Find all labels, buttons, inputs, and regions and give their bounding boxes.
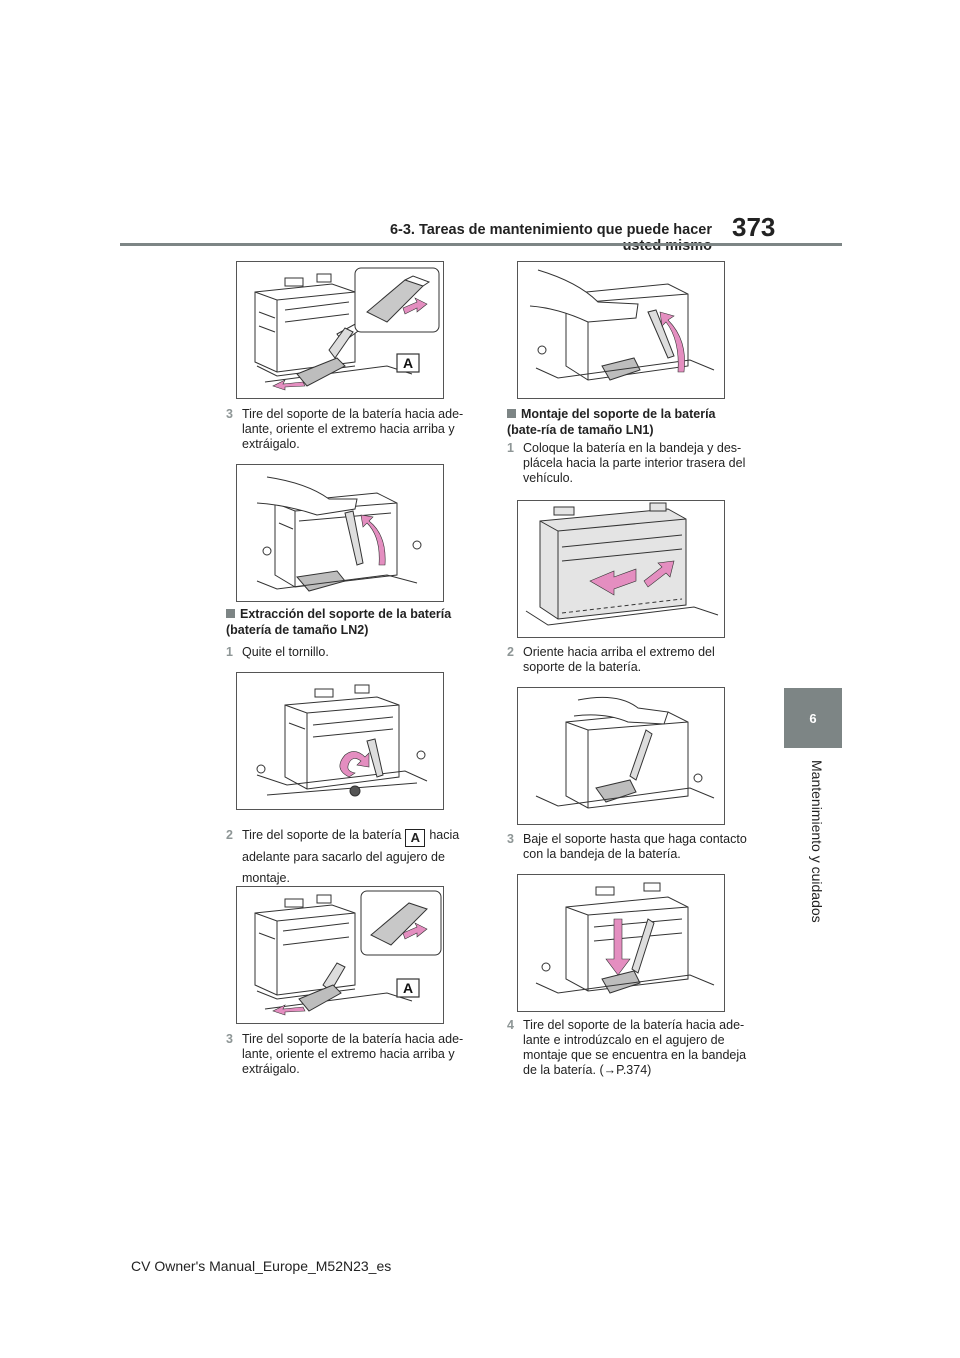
step-text: Oriente hacia arriba el extremo del sopo… — [523, 645, 715, 674]
figure-orient-bracket-art — [535, 696, 715, 809]
step-number: 2 — [507, 645, 514, 659]
figure-lift-bracket-art — [256, 476, 422, 592]
step-number: 3 — [226, 407, 233, 421]
footer-manual-id: CV Owner's Manual_Europe_M52N23_es — [131, 1258, 392, 1274]
step-remove-screw: 1 Quite el tornillo. — [226, 645, 466, 660]
figure-pull-bracket-detail-ln2-art: A — [254, 890, 442, 1016]
page-number: 373 — [732, 212, 776, 242]
figure-pull-bracket-detail-ln2: A — [236, 886, 444, 1024]
chapter-number: 6 — [809, 710, 817, 726]
figure-orient-bracket — [517, 687, 725, 825]
figure-callout-a: A — [403, 355, 413, 371]
chapter-label: Mantenimiento y cuidados — [809, 760, 825, 923]
figure-remove-screw-art — [256, 684, 428, 797]
step-number: 3 — [507, 832, 514, 846]
step-number: 1 — [507, 441, 514, 455]
figure-slide-battery — [517, 500, 725, 638]
figure-remove-screw — [236, 672, 444, 810]
section-heading-ln2: Extracción del soporte de la batería (ba… — [226, 607, 466, 638]
step-pull-bracket-forward-ln2: 3 Tire del soporte de la batería hacia a… — [226, 1032, 466, 1077]
header-rule — [120, 243, 842, 246]
step-text: Baje el soporte hasta que haga contacto … — [523, 832, 747, 861]
step-text: Tire del soporte de la batería hacia ade… — [242, 407, 464, 451]
step-text: Tire del soporte de la batería hacia ade… — [523, 1018, 747, 1077]
step-text: Quite el tornillo. — [242, 645, 329, 659]
section-heading-text: Extracción del soporte de la batería (ba… — [226, 607, 452, 637]
figure-pull-bracket-detail-art: A — [254, 267, 440, 391]
section-heading-text: Montaje del soporte de la batería (bate-… — [507, 407, 716, 437]
inline-label-a: A — [405, 829, 426, 847]
figure-callout-a: A — [403, 980, 413, 996]
figure-lower-bracket — [517, 874, 725, 1012]
step-number: 1 — [226, 645, 233, 659]
step-place-battery: 1 Coloque la batería en la bandeja y des… — [507, 441, 752, 486]
section-marker-icon — [507, 409, 516, 418]
step-number: 3 — [226, 1032, 233, 1046]
figure-slide-battery-art — [525, 502, 719, 626]
step-lower-bracket: 3 Baje el soporte hasta que haga contact… — [507, 832, 752, 862]
figure-pull-bracket-detail: A — [236, 261, 444, 399]
step-orient-bracket: 2 Oriente hacia arriba el extremo del so… — [507, 645, 752, 675]
figure-lift-bracket — [236, 464, 444, 602]
step-text: Coloque la batería en la bandeja y des-p… — [523, 441, 746, 485]
step-text-after: hacia adelante para sacarlo del agujero … — [242, 828, 460, 885]
step-insert-bracket: 4 Tire del soporte de la batería hacia a… — [507, 1018, 752, 1078]
step-pull-bracket-forward: 3 Tire del soporte de la batería hacia a… — [226, 407, 466, 452]
step-text: Tire del soporte de la batería hacia ade… — [242, 1032, 464, 1076]
step-number: 2 — [226, 828, 233, 842]
figure-lower-bracket-art — [535, 882, 715, 994]
step-number: 4 — [507, 1018, 514, 1032]
section-heading-ln1: Montaje del soporte de la batería (bate-… — [507, 407, 752, 438]
step-text-before: Tire del soporte de la batería — [242, 828, 402, 842]
section-marker-icon — [226, 609, 235, 618]
chapter-tab: 6 — [784, 688, 842, 748]
running-header-title: 6-3. Tareas de mantenimiento que puede h… — [389, 222, 712, 254]
figure-lift-bracket-ln1-art — [529, 269, 715, 381]
figure-lift-bracket-ln1 — [517, 261, 725, 399]
